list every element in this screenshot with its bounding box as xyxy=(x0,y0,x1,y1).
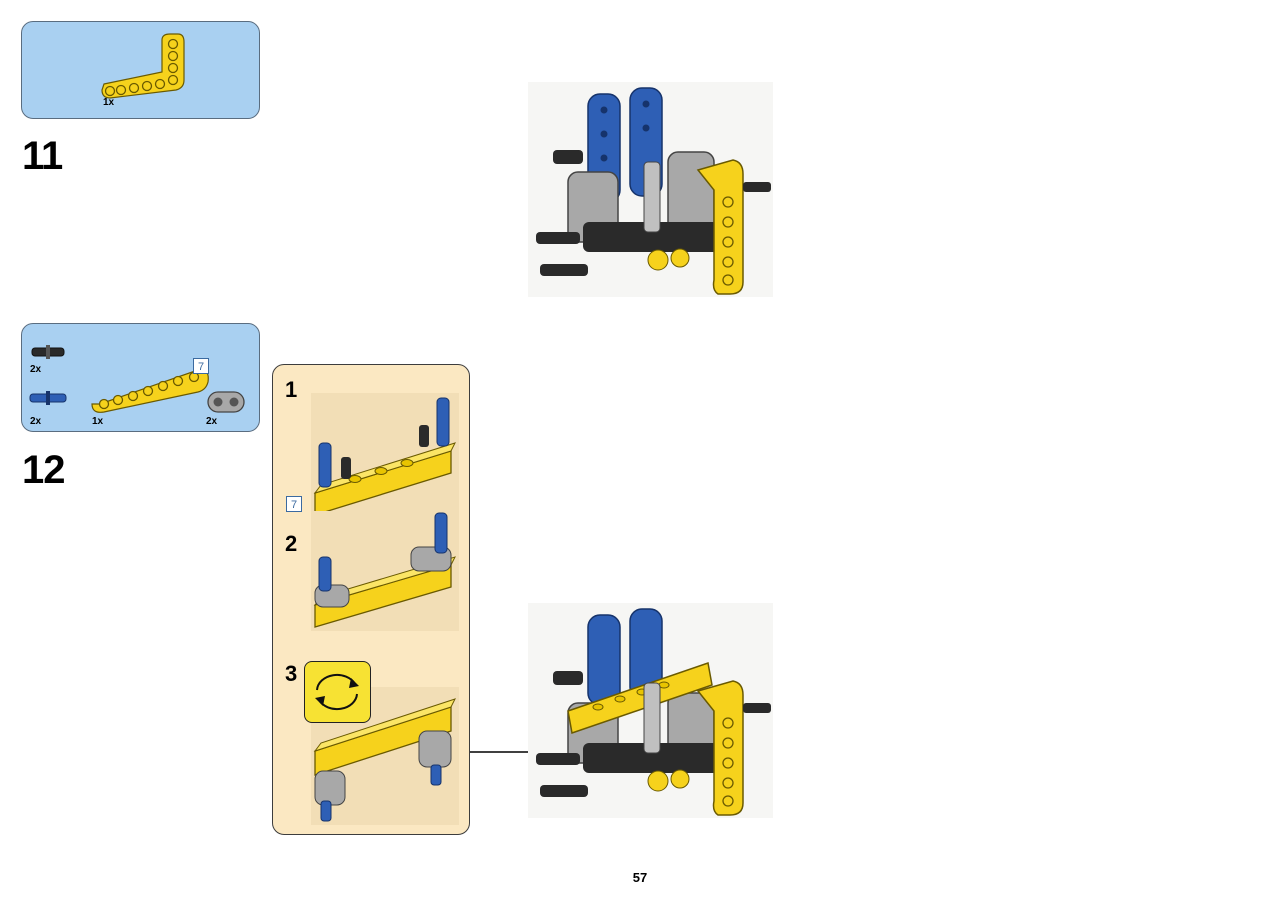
black-friction-pin-icon xyxy=(31,345,65,359)
step-12-parts-box: 2x 2x 1x 7 2x xyxy=(21,323,260,432)
substep-number: 3 xyxy=(285,661,298,686)
step-number: 12 xyxy=(22,448,65,492)
step-number: 11 xyxy=(22,134,63,178)
substep-2-image xyxy=(311,511,459,631)
substep-number: 1 xyxy=(285,377,298,402)
yellow-l-beam-icon xyxy=(101,33,185,99)
beam-length-badge: 7 xyxy=(286,496,302,512)
part-quantity: 1x xyxy=(92,416,104,427)
page-number: 57 xyxy=(632,870,648,885)
step-11-assembly-image xyxy=(528,82,773,297)
substep-number: 2 xyxy=(285,531,298,556)
substep-3-image xyxy=(311,687,459,825)
rotate-icon xyxy=(304,661,371,723)
substep-panel: 1 7 2 3 xyxy=(272,364,470,835)
part-quantity: 2x xyxy=(30,416,42,427)
part-quantity: 1x xyxy=(103,97,115,108)
part-quantity: 2x xyxy=(30,364,42,375)
step-11-parts-box: 1x xyxy=(21,21,260,119)
gray-connector-icon xyxy=(207,391,245,413)
step-12-assembly-image xyxy=(528,603,773,818)
beam-length-badge: 7 xyxy=(193,358,209,374)
yellow-beam-7-icon xyxy=(91,369,209,413)
blue-axle-pin-icon xyxy=(29,391,67,405)
part-quantity: 2x xyxy=(206,416,218,427)
substep-1-image xyxy=(311,393,459,521)
